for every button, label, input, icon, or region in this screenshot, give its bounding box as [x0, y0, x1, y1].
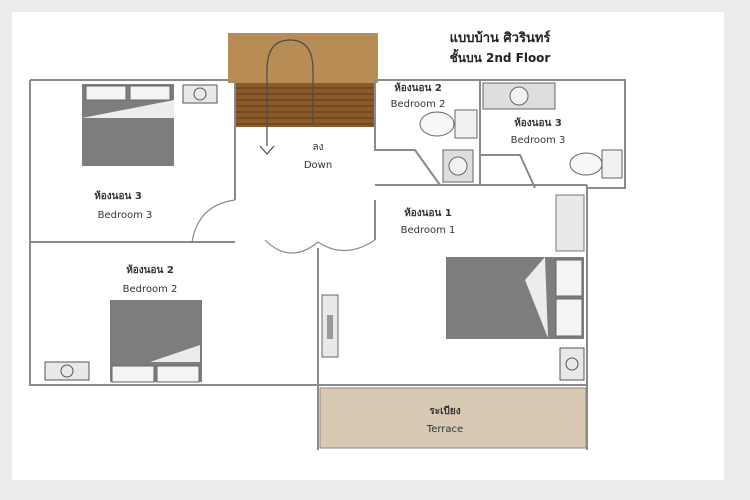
walls — [29, 79, 626, 450]
room-label-en: Bedroom 2 — [123, 284, 178, 295]
stair-direction-arrow-line — [266, 39, 314, 146]
plan-title: แบบบ้าน ศิวรินทร์ — [450, 30, 551, 46]
shower-drain-icon — [442, 149, 474, 183]
down-arrow-icon — [259, 145, 275, 155]
room-label-thai: ห้องนอน 1 — [404, 207, 452, 219]
toilet-icon — [419, 109, 478, 139]
shower-drain-icon — [482, 82, 556, 110]
room-label-thai: ห้องนอน 2 — [126, 264, 174, 276]
stair-treads — [236, 83, 374, 127]
room-label-en: Bedroom 1 — [401, 225, 456, 236]
room-label-en: Bedroom 2 — [391, 99, 446, 110]
terrace-floor — [319, 387, 587, 449]
ac-unit-icon — [44, 361, 90, 381]
room-label-en: Bedroom 3 — [511, 135, 566, 146]
room-label-en: Terrace — [426, 424, 463, 435]
room-label-en: Bedroom 3 — [98, 210, 153, 221]
bed-bedroom-3 — [82, 84, 174, 166]
bed-bedroom-2 — [110, 300, 202, 383]
stairs-label-thai: ลง — [312, 142, 323, 153]
room-label-thai: ระเบียง — [429, 405, 460, 417]
room-label-thai: ห้องนอน 3 — [94, 190, 142, 202]
room-label-thai: ห้องนอน 2 — [394, 82, 442, 94]
stair-landing — [228, 33, 378, 83]
stairs-label-en: Down — [304, 160, 332, 171]
tv-cabinet — [321, 294, 339, 358]
ac-unit-icon — [559, 347, 585, 381]
toilet-icon — [569, 149, 623, 179]
ac-unit-icon — [182, 84, 218, 104]
wardrobe — [555, 194, 585, 252]
stair-tread-lines — [236, 87, 374, 125]
staircase: ลง Down — [228, 33, 378, 171]
plan-subtitle: ชั้นบน 2nd Floor — [450, 48, 551, 65]
bed-bedroom-1 — [446, 257, 584, 339]
room-label-thai: ห้องนอน 3 — [514, 117, 562, 129]
door-swings — [191, 199, 376, 254]
